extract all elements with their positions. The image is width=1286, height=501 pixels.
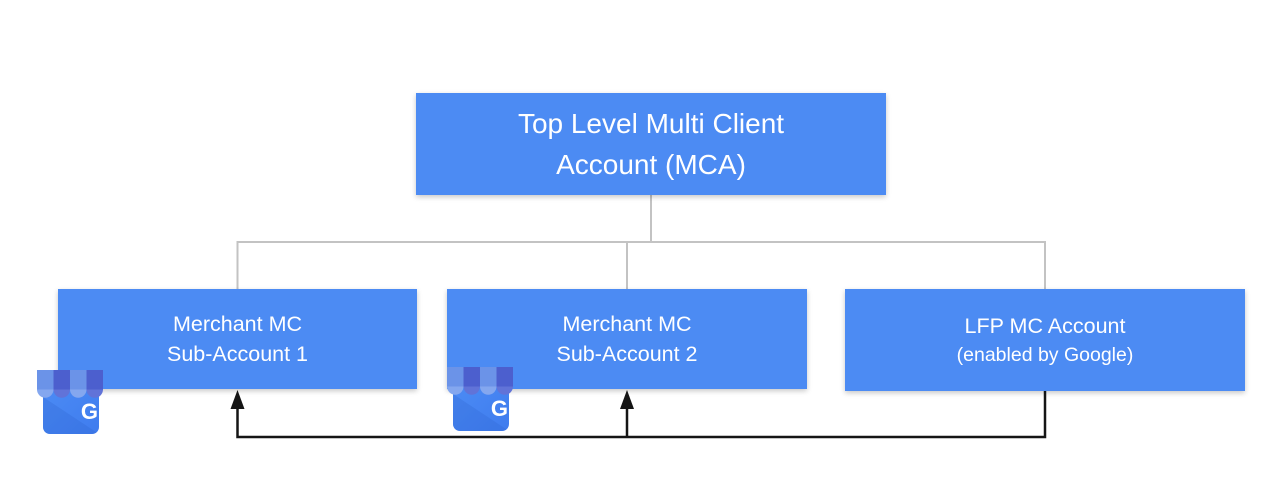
google-my-business-icon (37, 370, 103, 434)
node-label-line2: (enabled by Google) (956, 344, 1134, 366)
node-lfp-mc-account: LFP MC Account (enabled by Google) (845, 289, 1245, 391)
node-label-line2: Sub-Account 2 (556, 342, 698, 366)
node-merchant-mc-sub-account-1: Merchant MC Sub-Account 1 (58, 289, 417, 389)
arrowhead-icon (230, 390, 245, 409)
node-label-line1: LFP MC Account (964, 314, 1126, 338)
node-label-line1: Top Level Multi Client (517, 108, 785, 139)
google-my-business-icon (447, 367, 513, 431)
node-label-line2: Account (MCA) (556, 149, 746, 180)
arrowhead-icon (620, 390, 634, 409)
node-label-line2: Sub-Account 1 (166, 342, 309, 366)
node-label-line1: Merchant MC (172, 312, 303, 336)
flow-arrow-lines (236, 391, 1047, 439)
tree-connector-lines (236, 195, 1046, 289)
node-top-level-mca: Top Level Multi Client Account (MCA) (416, 93, 886, 195)
node-label-line1: Merchant MC (562, 312, 692, 336)
